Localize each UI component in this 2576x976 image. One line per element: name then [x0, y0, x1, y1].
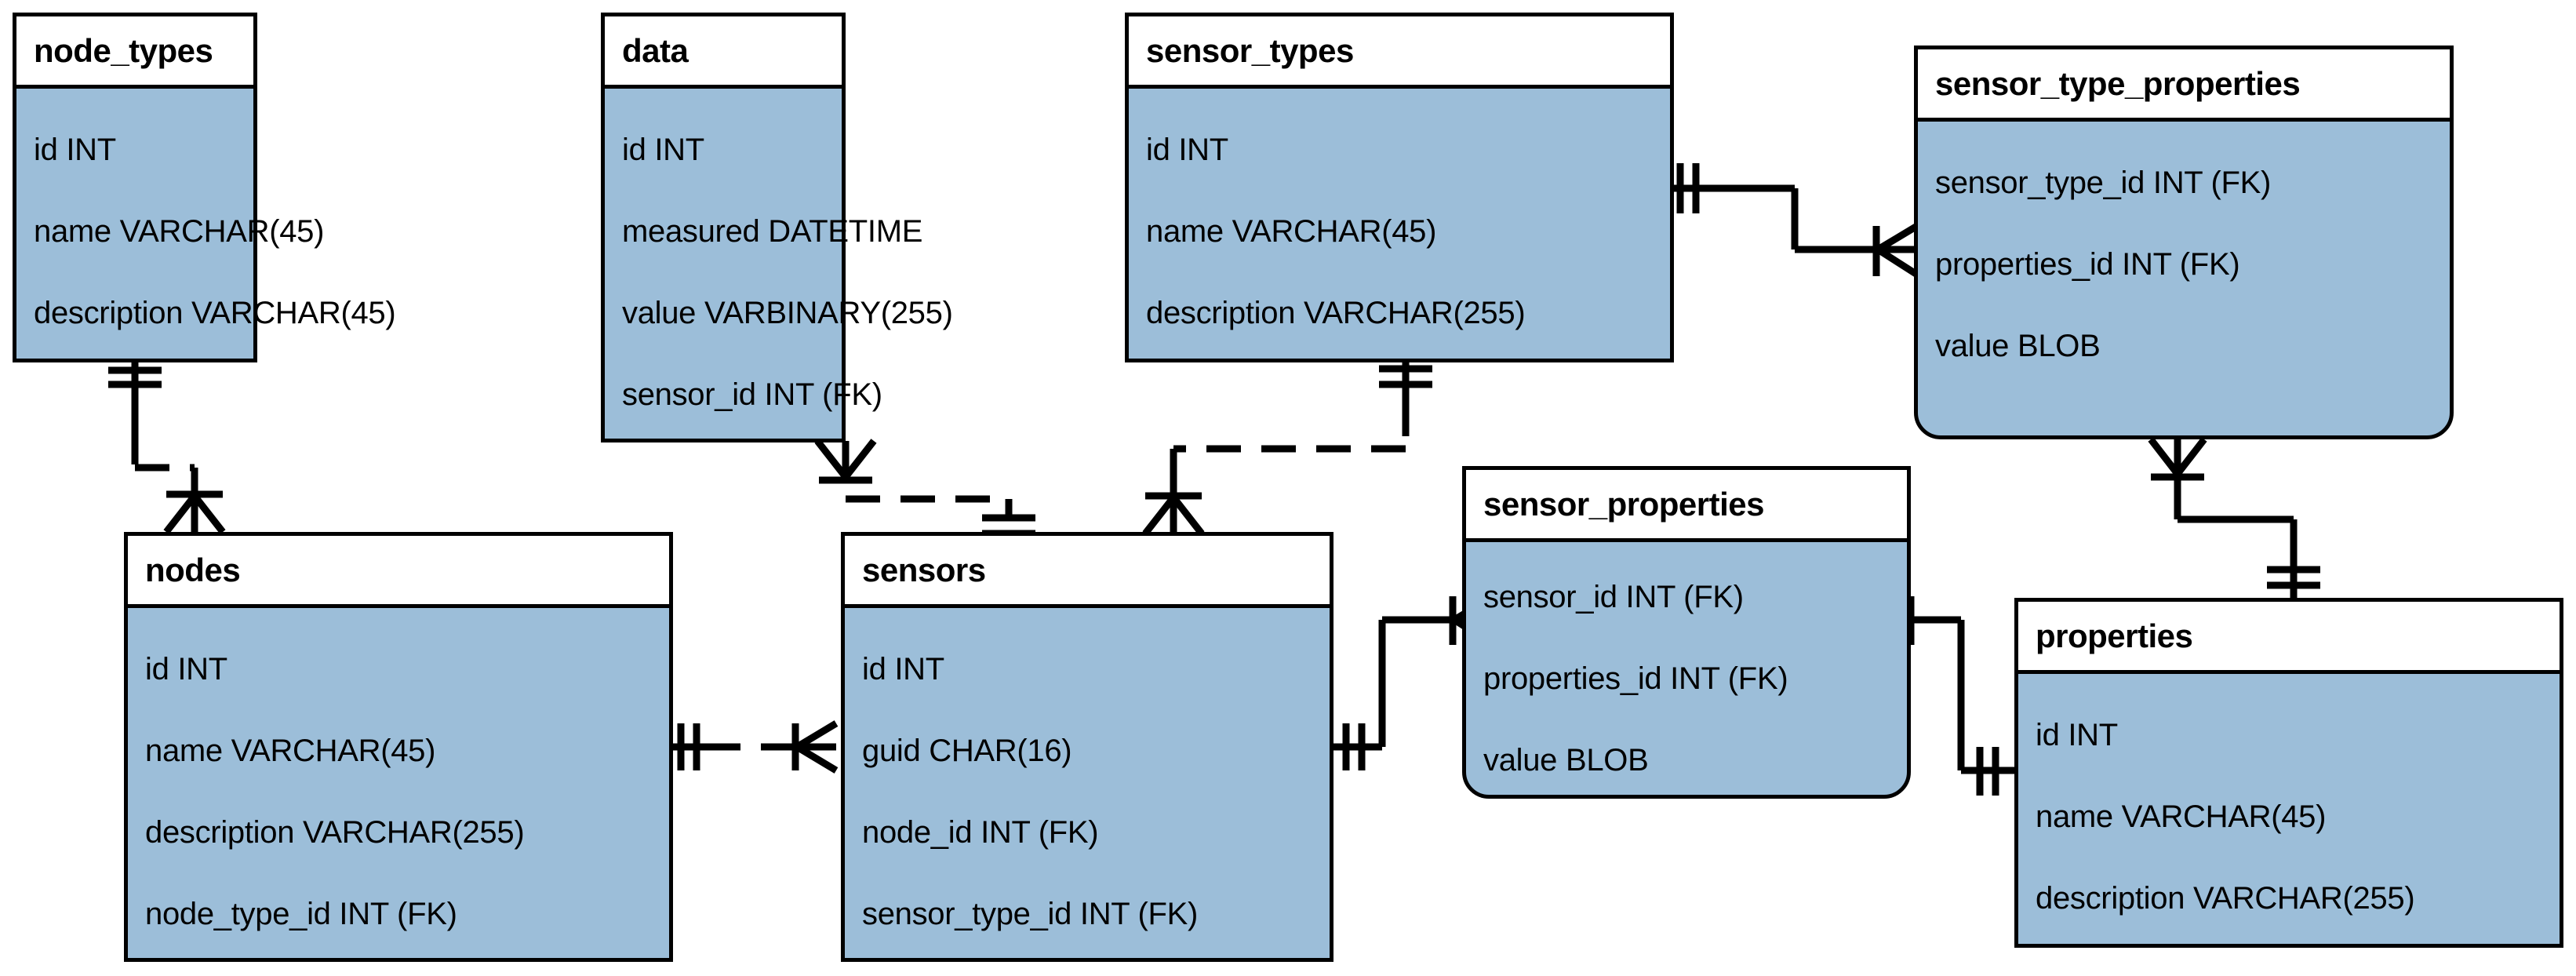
- entity-header: sensors: [845, 536, 1330, 608]
- attribute: name VARCHAR(45): [145, 734, 436, 768]
- attribute-list: sensor_type_id INT (FK) properties_id IN…: [1918, 122, 2450, 435]
- attribute-list: sensor_id INT (FK) properties_id INT (FK…: [1466, 542, 1907, 795]
- attribute-list: id INT name VARCHAR(45) description VARC…: [2018, 674, 2560, 944]
- attribute: name VARCHAR(45): [34, 214, 325, 249]
- attribute: measured DATETIME: [622, 214, 923, 249]
- entity-header: sensor_properties: [1466, 470, 1907, 542]
- entity-title: node_types: [34, 31, 213, 69]
- entity-header: sensor_types: [1129, 16, 1670, 89]
- connector-sensor-types-sensor-type-properties: [1671, 163, 1919, 278]
- attribute: name VARCHAR(45): [2036, 799, 2327, 834]
- entity-header: properties: [2018, 602, 2560, 674]
- entity-node-types[interactable]: node_types id INT name VARCHAR(45) descr…: [13, 13, 396, 362]
- entity-title: data: [622, 31, 689, 69]
- attribute: description VARCHAR(255): [2036, 881, 2415, 916]
- attribute: id INT: [2036, 718, 2118, 752]
- attribute: id INT: [34, 133, 116, 167]
- attribute: properties_id INT (FK): [1935, 247, 2240, 282]
- attribute: value BLOB: [1483, 743, 1649, 778]
- connector-node-types-nodes: [108, 362, 226, 534]
- attribute: id INT: [145, 652, 227, 686]
- entity-sensor-types[interactable]: sensor_types id INT name VARCHAR(45) des…: [1125, 13, 1674, 362]
- connector-nodes-sensors: [671, 720, 839, 774]
- connector-sensor-type-properties-properties: [2148, 437, 2320, 604]
- attribute-list: id INT name VARCHAR(45) description VARC…: [1129, 89, 1670, 359]
- attribute: guid CHAR(16): [862, 734, 1072, 768]
- entity-title: sensor_types: [1146, 31, 1354, 69]
- attribute: id INT: [862, 652, 944, 686]
- attribute: description VARCHAR(45): [34, 296, 396, 330]
- attribute: sensor_id INT (FK): [1483, 580, 1744, 614]
- attribute: node_type_id INT (FK): [145, 897, 457, 931]
- attribute: description VARCHAR(255): [145, 815, 525, 850]
- attribute-list: id INT guid CHAR(16) node_id INT (FK) se…: [845, 608, 1330, 958]
- attribute-list: id INT name VARCHAR(45) description VARC…: [128, 608, 669, 958]
- attribute: node_id INT (FK): [862, 815, 1099, 850]
- attribute: name VARCHAR(45): [1146, 214, 1437, 249]
- attribute: value BLOB: [1935, 329, 2101, 363]
- connector-sensor-types-sensors: [1142, 362, 1432, 536]
- entity-title: sensor_type_properties: [1935, 64, 2301, 102]
- entity-data[interactable]: data id INT measured DATETIME value VARB…: [601, 13, 953, 442]
- entity-sensor-properties[interactable]: sensor_properties sensor_id INT (FK) pro…: [1462, 466, 1911, 799]
- entity-header: nodes: [128, 536, 669, 608]
- entity-header: sensor_type_properties: [1918, 49, 2450, 122]
- attribute: sensor_id INT (FK): [622, 377, 882, 412]
- entity-title: properties: [2036, 617, 2193, 654]
- attribute-list: id INT name VARCHAR(45) description VARC…: [16, 89, 396, 359]
- entity-title: sensors: [862, 551, 986, 588]
- entity-sensor-type-properties[interactable]: sensor_type_properties sensor_type_id IN…: [1914, 46, 2454, 439]
- attribute: sensor_type_id INT (FK): [1935, 166, 2272, 200]
- entity-title: nodes: [145, 551, 241, 588]
- attribute-list: id INT measured DATETIME value VARBINARY…: [605, 89, 953, 439]
- attribute: id INT: [1146, 133, 1228, 167]
- attribute: properties_id INT (FK): [1483, 661, 1788, 696]
- entity-header: data: [605, 16, 842, 89]
- attribute: description VARCHAR(255): [1146, 296, 1526, 330]
- attribute: id INT: [622, 133, 704, 167]
- entity-header: node_types: [16, 16, 253, 89]
- attribute: value VARBINARY(255): [622, 296, 953, 330]
- entity-properties[interactable]: properties id INT name VARCHAR(45) descr…: [2014, 598, 2563, 948]
- entity-sensors[interactable]: sensors id INT guid CHAR(16) node_id INT…: [841, 532, 1333, 962]
- attribute: sensor_type_id INT (FK): [862, 897, 1199, 931]
- entity-nodes[interactable]: nodes id INT name VARCHAR(45) descriptio…: [124, 532, 673, 962]
- entity-title: sensor_properties: [1483, 485, 1764, 523]
